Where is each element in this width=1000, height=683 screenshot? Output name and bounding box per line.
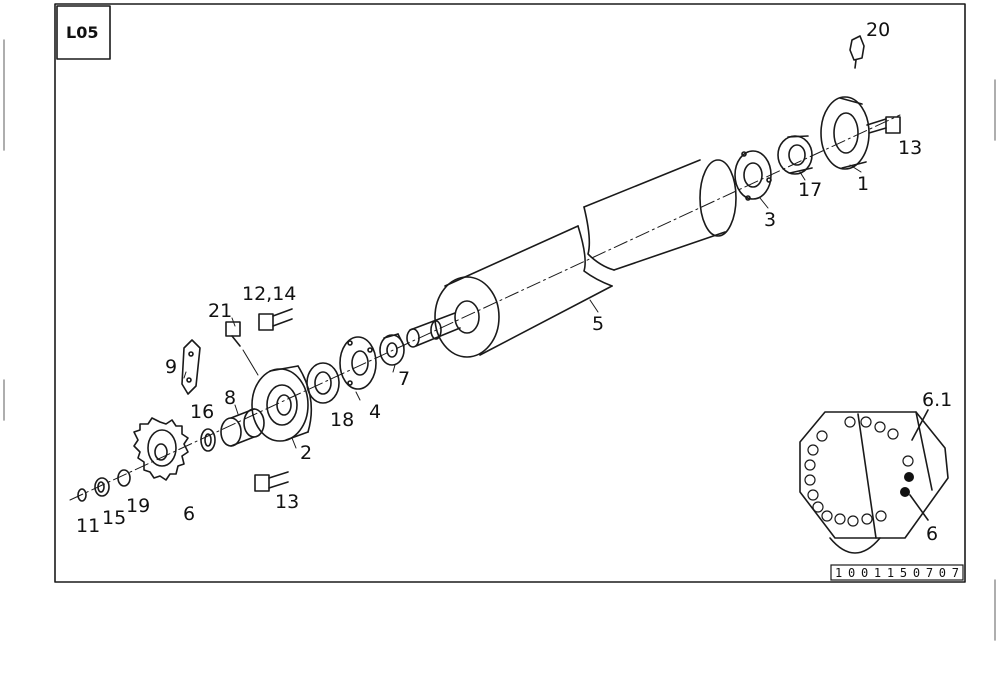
callout-4: 4 xyxy=(369,401,381,423)
inset-hole-pattern-detail xyxy=(799,409,949,554)
inset-holes xyxy=(804,416,914,527)
bearing-7 xyxy=(379,333,405,366)
callout-7: 7 xyxy=(398,368,410,390)
reference-number-box: 1001150707 xyxy=(830,564,964,581)
inset-hole-marked-6-1 xyxy=(904,472,914,482)
reference-number: 1001150707 xyxy=(835,566,959,580)
leader-lines xyxy=(183,164,862,449)
bearing-housing-2 xyxy=(251,365,313,442)
callout-2: 2 xyxy=(300,442,312,464)
callout-11: 11 xyxy=(76,515,100,537)
grease-nipple-21 xyxy=(225,321,241,347)
shaft-stub xyxy=(406,312,461,348)
callout-13-top: 13 xyxy=(898,137,922,159)
washer-15-hole xyxy=(97,481,105,493)
callout-9: 9 xyxy=(165,356,177,378)
bolt-13-upper xyxy=(866,116,901,134)
washer-15 xyxy=(94,477,110,497)
callout-labels: 20 13 1 17 3 5 12,14 21 9 7 4 18 8 16 2 … xyxy=(76,19,952,545)
sheet-code: L05 xyxy=(66,23,98,42)
center-axis xyxy=(69,114,901,501)
callout-6: 6 xyxy=(183,503,195,525)
callout-5: 5 xyxy=(592,313,604,335)
bolt-13-lower xyxy=(254,471,289,492)
bearing-17 xyxy=(777,135,813,175)
callout-13-bottom: 13 xyxy=(275,491,299,513)
drum-roller xyxy=(434,159,737,358)
washer-19 xyxy=(117,469,131,487)
grease-nipple-20 xyxy=(849,35,865,69)
flange-plate-4 xyxy=(339,336,377,390)
inset-hole-marked-6 xyxy=(900,487,910,497)
flange-plate-3 xyxy=(734,150,772,201)
callout-1: 1 xyxy=(857,173,869,195)
callout-21: 21 xyxy=(208,300,232,322)
callout-8: 8 xyxy=(224,387,236,409)
sleeve-8 xyxy=(220,408,265,447)
callout-15: 15 xyxy=(102,507,126,529)
callout-6-inset: 6 xyxy=(926,523,938,545)
bearing-18 xyxy=(306,362,340,404)
callout-20: 20 xyxy=(866,19,890,41)
callout-6-1: 6.1 xyxy=(922,389,952,411)
callout-19: 19 xyxy=(126,495,150,517)
sprocket-6 xyxy=(133,417,189,481)
sheet-code-box xyxy=(56,5,111,60)
callout-17: 17 xyxy=(798,179,822,201)
chain-link-9 xyxy=(181,339,201,395)
drawing-frame xyxy=(54,3,966,583)
callout-16: 16 xyxy=(190,401,214,423)
callout-3: 3 xyxy=(764,209,776,231)
circlip-11 xyxy=(77,488,87,502)
callout-18: 18 xyxy=(330,409,354,431)
bolt-12-14 xyxy=(258,308,293,331)
ring-16 xyxy=(200,428,216,452)
callout-12-14: 12,14 xyxy=(242,283,296,305)
